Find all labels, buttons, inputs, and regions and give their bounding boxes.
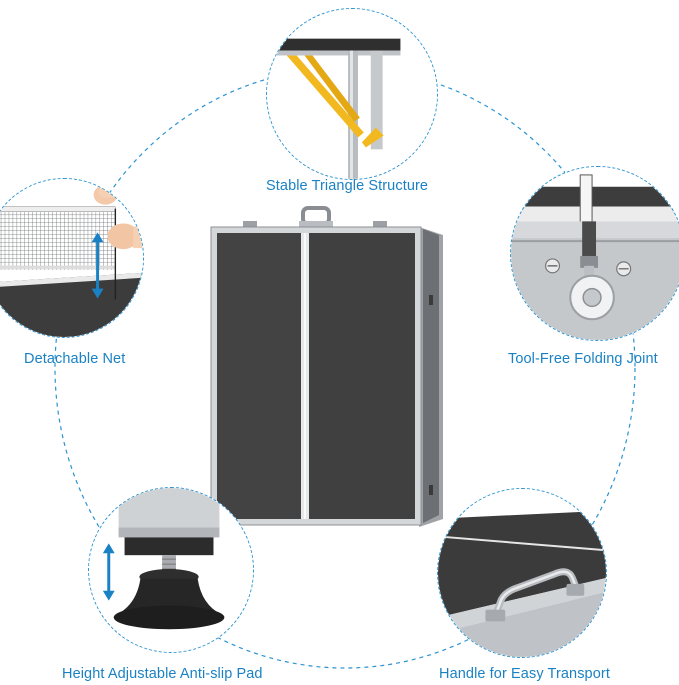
feature-label-handle: Handle for Easy Transport (439, 666, 610, 682)
anti-slip-pad-icon (89, 488, 253, 652)
folding-joint-circle (510, 166, 679, 341)
triangle-structure-icon (267, 9, 437, 179)
triangle-structure-circle (266, 8, 438, 180)
feature-label-folding-joint: Tool-Free Folding Joint (508, 351, 658, 367)
folded-table-image (210, 206, 443, 527)
handle-circle (437, 488, 607, 658)
folding-joint-icon (511, 167, 679, 340)
anti-slip-pad-circle (88, 487, 254, 653)
net-icon (0, 179, 143, 337)
feature-label-anti-slip-pad: Height Adjustable Anti-slip Pad (62, 666, 263, 682)
detachable-net-circle (0, 178, 144, 338)
feature-label-triangle-structure: Stable Triangle Structure (266, 178, 429, 194)
handle-icon (438, 489, 606, 657)
feature-label-detachable-net: Detachable Net (24, 351, 126, 367)
